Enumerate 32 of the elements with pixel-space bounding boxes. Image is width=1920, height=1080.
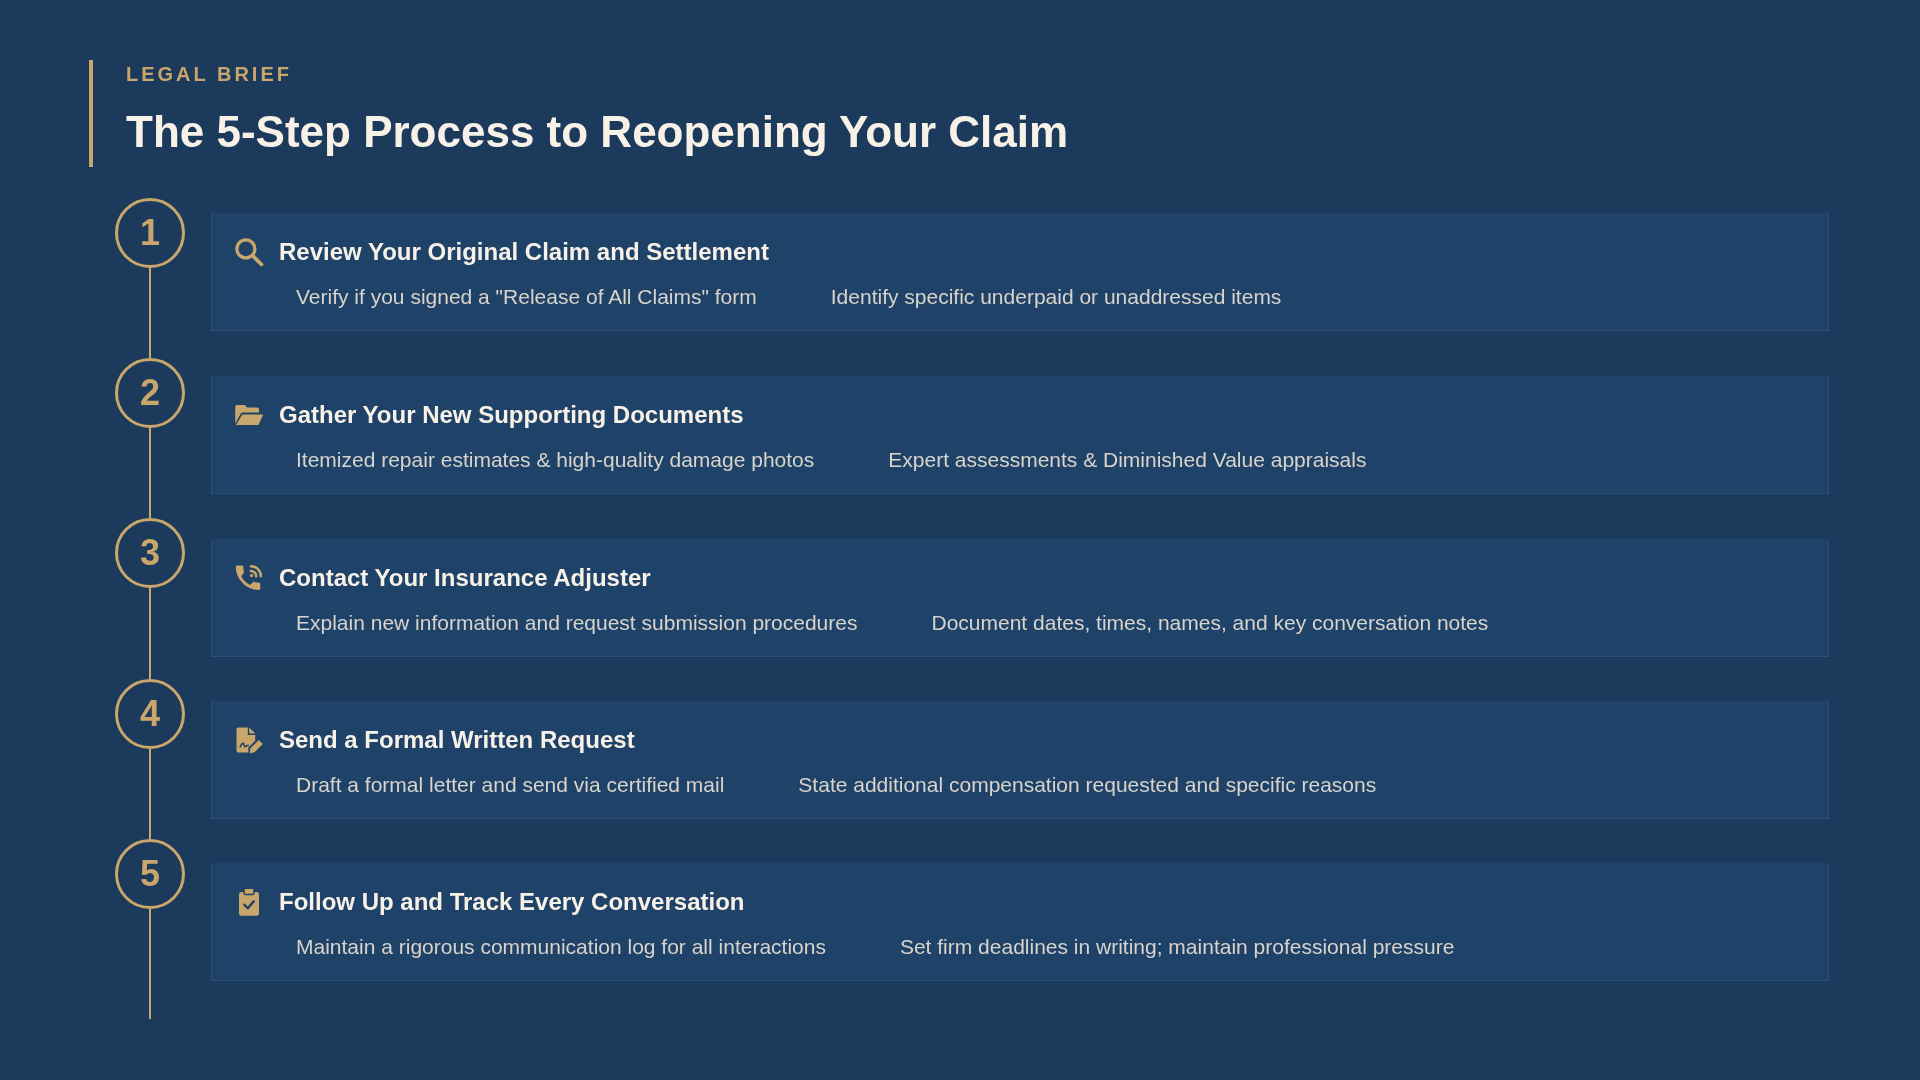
timeline-line: [149, 267, 151, 359]
step-title: Review Your Original Claim and Settlement: [279, 237, 769, 267]
step-title: Gather Your New Supporting Documents: [279, 400, 744, 430]
step-card: [211, 701, 1829, 819]
timeline-line: [149, 427, 151, 519]
step-detail: Identify specific underpaid or unaddressed items: [830, 284, 1282, 310]
page-title: The 5-Step Process to Reopening Your Claim: [126, 106, 1069, 158]
step-detail: Verify if you signed a "Release of All Claims" form: [296, 284, 757, 310]
step-detail: Set firm deadlines in writing; maintain professional pressure: [899, 934, 1455, 960]
step-detail: Draft a formal letter and send via certified mail: [296, 772, 725, 798]
timeline-line: [149, 908, 151, 1020]
timeline-line: [149, 587, 151, 680]
step-card: [211, 539, 1829, 657]
step-card: [211, 863, 1829, 981]
step-detail: Maintain a rigorous communication log for all interactions: [296, 934, 826, 960]
step-detail: State additional compensation requested and specific reasons: [798, 772, 1377, 798]
kicker-text: LEGAL BRIEF: [126, 62, 292, 86]
step-number-circle: 2: [115, 358, 185, 428]
step-title: Send a Formal Written Request: [279, 725, 635, 755]
step-number-circle: 1: [115, 198, 185, 268]
step-detail: Document dates, times, names, and key conversation notes: [931, 610, 1489, 636]
step-card: [211, 213, 1829, 331]
step-detail: Expert assessments & Diminished Value appraisals: [888, 447, 1367, 473]
step-number-circle: 3: [115, 518, 185, 588]
step-detail: Explain new information and request submission procedures: [296, 610, 858, 636]
step-title: Follow Up and Track Every Conversation: [279, 887, 745, 917]
step-card: [211, 376, 1829, 494]
timeline-line: [149, 748, 151, 840]
step-title: Contact Your Insurance Adjuster: [279, 563, 651, 593]
step-detail: Itemized repair estimates & high-quality damage photos: [296, 447, 815, 473]
step-number-circle: 4: [115, 679, 185, 749]
step-number-circle: 5: [115, 839, 185, 909]
